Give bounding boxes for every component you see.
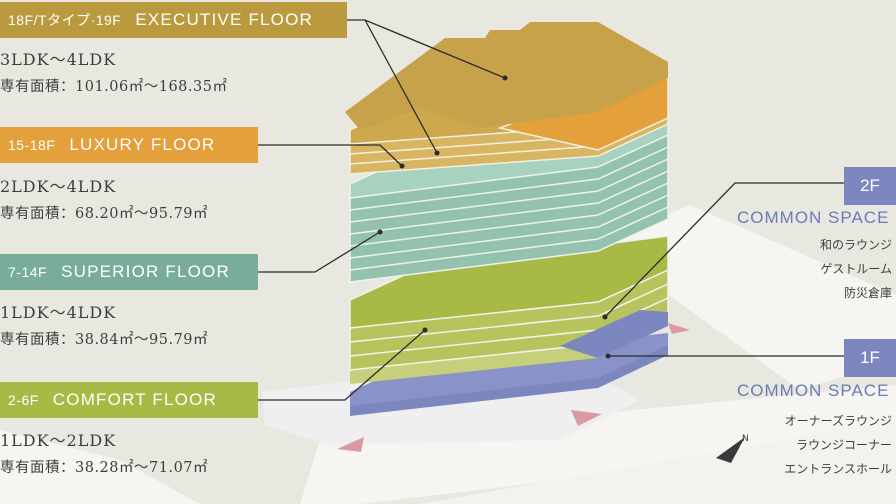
leader-dot xyxy=(399,163,405,169)
floor-name: LUXURY FLOOR xyxy=(69,135,216,154)
floor-range: 2-6F xyxy=(8,392,39,408)
leader-line-superior xyxy=(258,231,381,273)
road xyxy=(420,420,896,504)
leader-dot xyxy=(502,75,508,81)
leader-line-2f xyxy=(604,182,844,318)
common-2f-block xyxy=(560,310,668,358)
common-2f-badge: 2F xyxy=(844,167,896,205)
superior-floor-spec: 1LDK〜4LDK 専有面積：38.84㎡〜95.79㎡ xyxy=(0,299,208,349)
area-text: 専有面積：38.28㎡〜71.07㎡ xyxy=(0,460,209,476)
entrance-arrow-icon xyxy=(337,437,364,452)
superior-floor-band: 7-14F SUPERIOR FLOOR xyxy=(0,254,258,290)
leader-line-comfort xyxy=(258,329,426,401)
entrance-arrow-icon xyxy=(571,410,602,426)
luxury-floor-band: 15-18F LUXURY FLOOR xyxy=(0,127,258,163)
common-1f-list: オーナーズラウンジ ラウンジコーナー エントランスホール xyxy=(784,409,892,481)
comfort-floors xyxy=(349,235,669,384)
road xyxy=(0,430,200,504)
leader-dot xyxy=(422,327,428,333)
floor-name: SUPERIOR FLOOR xyxy=(61,262,230,281)
leader-line-executive xyxy=(364,19,438,154)
layout-text: 1LDK〜4LDK xyxy=(0,303,117,322)
floor-range: 7-14F xyxy=(8,264,48,280)
common-2f-title: COMMON SPACE xyxy=(737,208,890,227)
compass-label: N xyxy=(742,434,749,444)
area-text: 専有面積：38.84㎡〜95.79㎡ xyxy=(0,332,209,348)
compass-needle xyxy=(716,437,745,463)
leader-dot xyxy=(602,314,608,320)
leader-dot xyxy=(434,150,440,156)
layout-text: 2LDK〜4LDK xyxy=(0,177,117,196)
area-text: 専有面積：101.06㎡〜168.35㎡ xyxy=(0,79,228,95)
entrance-arrow-icon xyxy=(668,323,690,334)
compass-icon: N xyxy=(716,434,749,463)
facility-item: ゲストルーム xyxy=(820,262,892,276)
comfort-floor-band: 2-6F COMFORT FLOOR xyxy=(0,382,258,418)
facility-item: オーナーズラウンジ xyxy=(784,414,892,428)
luxury-floor-spec: 2LDK〜4LDK 専有面積：68.20㎡〜95.79㎡ xyxy=(0,173,208,223)
executive-floor-band: 18F/Tタイプ·19F EXECUTIVE FLOOR xyxy=(0,2,347,38)
common-2f-list: 和のラウンジ ゲストルーム 防災倉庫 xyxy=(820,233,892,305)
floor-name: COMFORT FLOOR xyxy=(52,390,217,409)
floor-name: EXECUTIVE FLOOR xyxy=(135,10,313,29)
comfort-floor-spec: 1LDK〜2LDK 専有面積：38.28㎡〜71.07㎡ xyxy=(0,427,208,477)
leader-dots xyxy=(377,75,611,359)
layout-text: 3LDK〜4LDK xyxy=(0,50,117,69)
facility-item: 防災倉庫 xyxy=(843,286,892,300)
area-text: 専有面積：68.20㎡〜95.79㎡ xyxy=(0,206,209,222)
leader-lines xyxy=(258,19,844,401)
layout-text: 1LDK〜2LDK xyxy=(0,431,117,450)
common-1f-title: COMMON SPACE xyxy=(737,381,890,400)
leader-dot xyxy=(605,353,611,359)
facility-item: エントランスホール xyxy=(784,462,892,476)
floor-range: 15-18F xyxy=(8,137,56,153)
leader-line-luxury xyxy=(258,144,403,167)
leader-dot xyxy=(377,229,383,235)
facility-item: ラウンジコーナー xyxy=(795,438,892,452)
facility-item: 和のラウンジ xyxy=(819,238,892,252)
entrance-arrows xyxy=(337,323,690,452)
common-1f-badge: 1F xyxy=(844,339,896,377)
road xyxy=(300,385,896,504)
executive-floor-spec: 3LDK〜4LDK 専有面積：101.06㎡〜168.35㎡ xyxy=(0,46,227,96)
road xyxy=(600,205,896,390)
floor-range: 18F/Tタイプ·19F xyxy=(8,12,122,28)
